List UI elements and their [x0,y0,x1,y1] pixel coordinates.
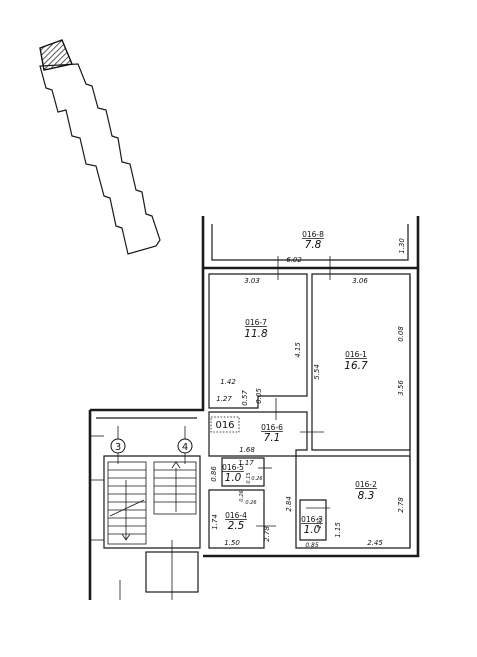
room-id-016-2: 016-2 [355,480,377,489]
dim-r2-width: 2.45 [367,539,383,547]
dim-r7-bottom: 1.42 [220,378,236,386]
dim-r1-height-right: 3.56 [397,380,405,396]
room-id-016-3: 016-3 [301,515,323,524]
dim-balcony-height: 1.30 [398,238,406,254]
room-016-4: 0.26 0.26 016-4 2.5 1.74 1.50 2.78 [208,489,276,549]
dim-r3-height: 1.15 [334,522,342,538]
room-area-016-4: 2.5 [228,520,245,532]
room-016-1: 3.06 0.08 016-1 16.7 5.54 3.56 [300,273,411,451]
axis-label-3: 3 [115,442,121,453]
room-area-016-8: 7.8 [305,239,322,251]
dim-r7-height: 4.15 [294,342,302,358]
dim-r4-a: 0.26 [239,490,245,501]
room-id-016-7: 016-7 [245,318,267,327]
stairwell [90,435,201,600]
dim-balcony-width: 6.02 [286,256,302,264]
room-016-5: 1.17 0.86 016-5 1.0 0.15 0.26 [210,457,272,487]
building-key-hatched-section [39,39,73,71]
dim-r2-right: 2.78 [397,497,405,513]
dim-r1-wall: 0.08 [397,326,405,342]
axis-marker-4: 4 [177,426,193,464]
dim-r3-width: 0.85 [305,542,319,549]
room-area-016-7: 11.8 [244,328,268,340]
apartment-tag [210,416,240,433]
dim-r2-left: 2.84 [285,496,293,512]
dim-hall-width: 1.68 [239,446,255,454]
dim-r5-width: 1.17 [238,459,254,467]
room-id-016-4: 016-4 [225,511,247,520]
room-id-016-1: 016-1 [345,350,367,359]
stair-flight-left [107,461,147,545]
room-id-016-5: 016-5 [222,463,244,472]
dim-hall-a: 0.57 [241,390,249,406]
room-016-7: 3.03 4.15 016-7 11.8 1.42 [208,273,308,409]
room-area-016-5: 1.0 [225,472,242,484]
room-area-016-2: 8.3 [358,490,375,502]
building-key [39,39,161,255]
room-area-016-6: 7.1 [264,432,281,444]
dim-r5-b: 0.26 [251,476,262,482]
dim-hall-top: 1.27 [216,395,232,403]
dim-r4-b: 0.26 [245,500,256,506]
room-area-016-1: 16.7 [344,360,368,372]
room-016-3: 016-3 1.0 1.10 1.15 0.85 [299,499,342,549]
room-id-016-6: 016-6 [261,423,283,432]
dim-r5-height: 0.86 [210,466,218,482]
balcony-016-8: 016-8 7.8 1.30 6.02 [201,216,420,280]
room-016-6: 1.27 0.57 0.05 016 016-6 7.1 1.68 [208,388,308,457]
dim-r4-right: 2.78 [263,526,271,542]
dim-r1-height-inner: 5.54 [313,364,321,380]
room-id-016-8: 016-8 [302,230,324,239]
apartment-label: 016 [215,420,234,431]
dim-r7-width: 3.03 [244,277,260,285]
axis-marker-3: 3 [110,426,126,464]
room-016-2: 016-2 8.3 2.84 2.78 2.45 [285,455,411,549]
dim-r4-width: 1.50 [224,539,240,547]
dim-r3-a: 1.10 [317,517,323,528]
dim-hall-b: 0.05 [255,388,263,404]
dim-r4-height: 1.74 [211,514,219,530]
axis-label-4: 4 [182,442,188,453]
dim-r5-a: 0.15 [246,472,252,483]
stair-flight-right [153,461,197,515]
dim-r1-width: 3.06 [352,277,368,285]
room-area-016-3: 1.0 [304,524,321,536]
